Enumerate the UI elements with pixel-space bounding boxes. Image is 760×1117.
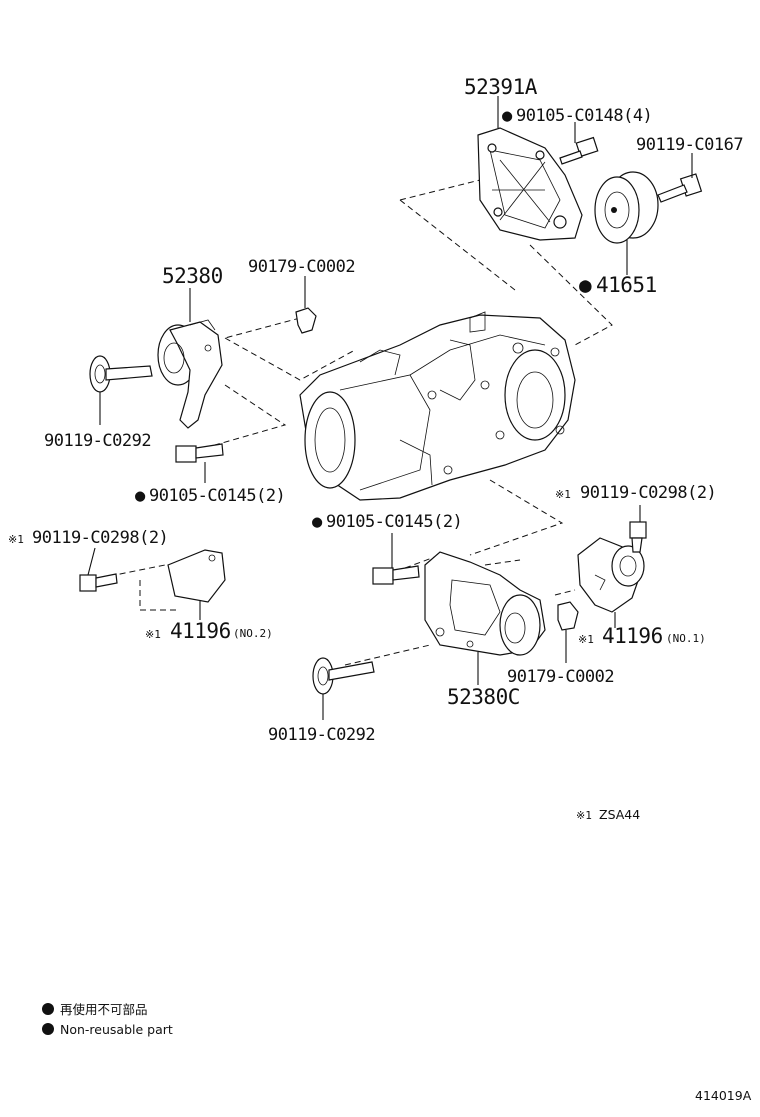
bolt-90119-C0167 [657,173,703,203]
part-52380-bracket [157,319,223,429]
non-reusable-dot: ● [312,512,323,532]
bolt-90105-C0145-mid [372,565,420,585]
legend-dot-icon [42,1023,54,1035]
label-41196-no1: 41196 [602,624,663,648]
leader-lines [87,96,693,720]
label-52391A: 52391A [464,75,538,99]
bolt-90119-C0298-left [79,573,118,592]
non-reusable-dot: ● [502,106,513,126]
bolt-90179-C0002-top [295,307,317,334]
bolt-90119-C0292-left [89,355,153,393]
label-41196-no2-suffix: (NO.2) [233,627,273,640]
zsa-ref-mark: ※1 [8,533,24,546]
legend-line-jp: 再使用不可部品 [60,1002,148,1017]
part-41196-no1 [577,537,645,613]
label-90119-C0298-left: 90119-C0298(2) [32,528,168,548]
non-reusable-dot: ● [135,486,146,506]
bolt-90119-C0292-bottom [312,657,375,695]
part-41651-damper [594,171,659,244]
label-90179-C0002-bottom: 90179-C0002 [507,667,614,687]
differential-housing [299,311,576,501]
label-90119-C0298-right: 90119-C0298(2) [580,483,716,503]
zsa-ref-mark: ※1 [555,488,571,501]
label-41196-no1-suffix: (NO.1) [666,632,706,645]
legend: 再使用不可部品 Non-reusable part [42,1002,173,1037]
legend-dot-icon [42,1003,54,1015]
part-41196-no2 [167,549,226,603]
legend-line-en: Non-reusable part [60,1022,173,1037]
label-52380: 52380 [162,264,223,288]
label-52380C: 52380C [447,685,520,709]
label-90105-C0145-mid: 90105-C0145(2) [326,512,462,532]
bolt-90179-C0002-bottom [557,601,579,631]
label-41196-no2: 41196 [170,619,231,643]
non-reusable-dot: ● [579,273,592,297]
zsa-ref-mark: ※1 [145,628,161,641]
figure-id: 414019A [695,1088,752,1103]
bolt-90119-C0298-right [629,521,647,553]
label-90105-C0145-left: 90105-C0145(2) [149,486,285,506]
label-90105-C0148: 90105-C0148(4) [516,106,652,126]
label-90119-C0292-bottom: 90119-C0292 [268,725,375,745]
label-90119-C0167: 90119-C0167 [636,135,743,155]
part-labels: 52391A ● 90105-C0148(4) 90119-C0167 ● 41… [8,75,744,745]
notes: ※1 ZSA44 [576,807,640,822]
zsa-ref-mark: ※1 [576,809,592,822]
label-90119-C0292-left: 90119-C0292 [44,431,151,451]
zsa-ref-mark: ※1 [578,633,594,646]
bolt-90105-C0148 [559,136,599,165]
label-41651: 41651 [596,273,657,297]
label-90179-C0002-top: 90179-C0002 [248,257,355,277]
part-52380C-bracket [424,551,546,656]
zsa-note: ZSA44 [599,807,640,822]
part-52391A-bracket [477,127,583,241]
bolt-90105-C0145-left [175,443,224,463]
